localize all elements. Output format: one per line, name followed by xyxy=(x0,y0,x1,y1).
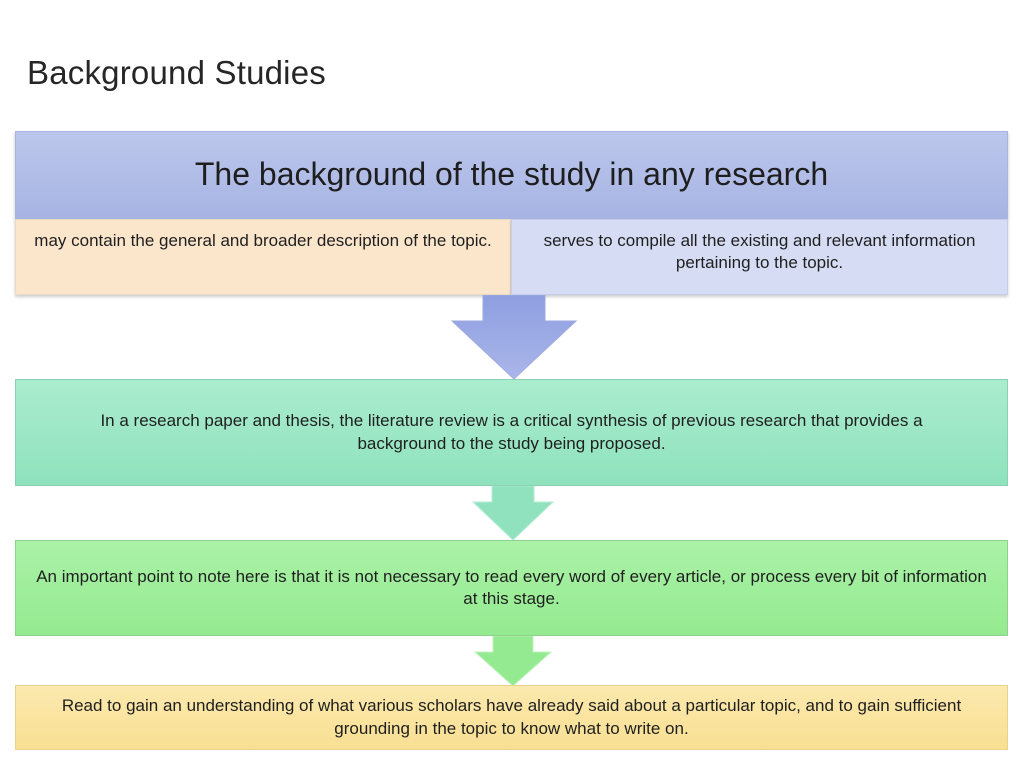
right-description-text: serves to compile all the existing and r… xyxy=(543,231,976,273)
right-description-box: serves to compile all the existing and r… xyxy=(511,219,1008,295)
read-to-gain-box: Read to gain an understanding of what va… xyxy=(15,685,1008,750)
diagram-header-box: The background of the study in any resea… xyxy=(15,131,1008,219)
read-to-gain-text: Read to gain an understanding of what va… xyxy=(61,696,962,738)
left-description-text: may contain the general and broader desc… xyxy=(34,231,492,250)
left-description-box: may contain the general and broader desc… xyxy=(15,219,511,295)
important-point-text: An important point to note here is that … xyxy=(36,566,987,608)
diagram-header-text: The background of the study in any resea… xyxy=(194,156,829,193)
literature-review-box: In a research paper and thesis, the lite… xyxy=(15,379,1008,486)
slide-title: Background Studies xyxy=(27,54,326,91)
literature-review-text: In a research paper and thesis, the lite… xyxy=(100,411,923,453)
down-arrow-2-icon xyxy=(471,486,555,541)
down-arrow-3-icon xyxy=(473,636,553,687)
important-point-box: An important point to note here is that … xyxy=(15,540,1008,636)
down-arrow-1-icon xyxy=(450,295,578,380)
